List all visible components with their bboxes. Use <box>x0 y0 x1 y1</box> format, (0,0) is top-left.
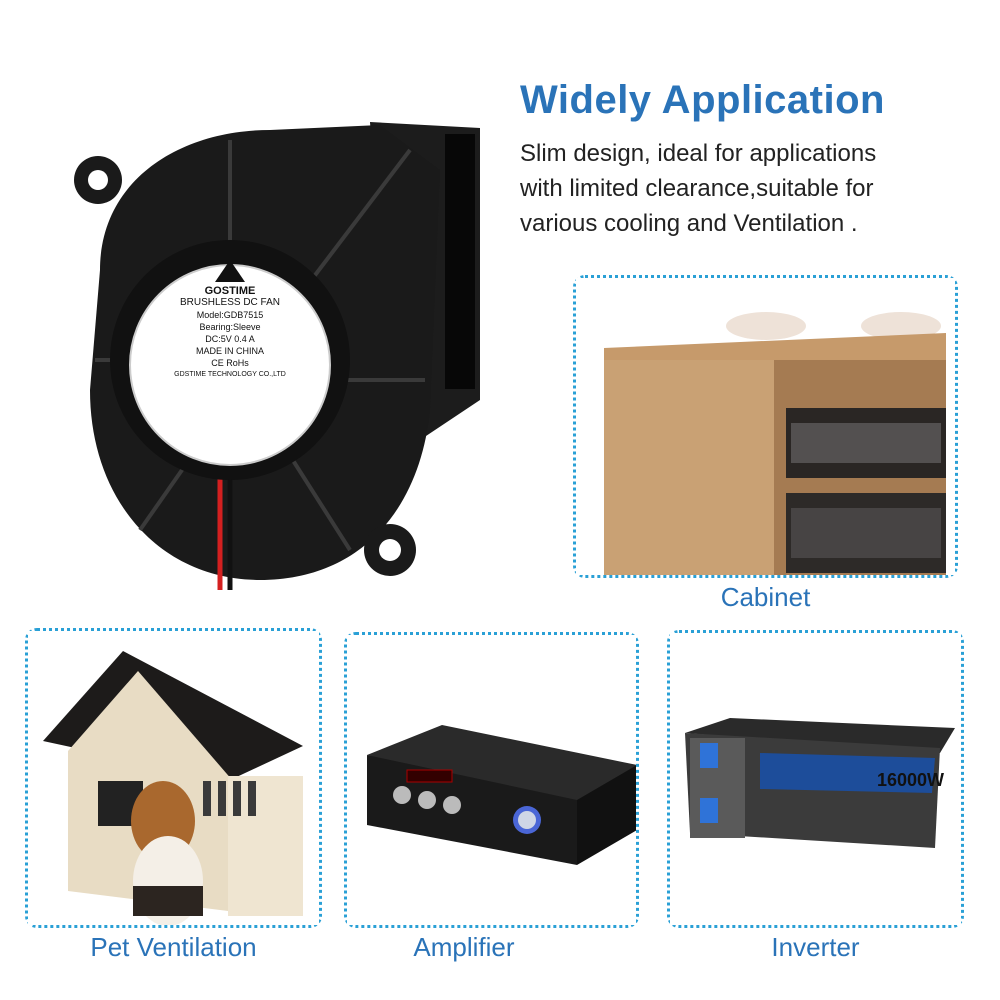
fan-cert: CE RoHs <box>211 358 249 368</box>
description: Slim design, ideal for applications with… <box>520 136 970 241</box>
doghouse-image <box>28 631 319 925</box>
cabinet-frame <box>573 275 958 578</box>
blower-fan-image <box>60 110 500 610</box>
caption-inverter: Inverter <box>771 932 860 962</box>
caption-amplifier: Amplifier <box>413 932 515 962</box>
description-line: various cooling and Ventilation . <box>520 210 858 237</box>
description-line: Slim design, ideal for applications <box>520 140 877 167</box>
amplifier-image <box>347 635 636 925</box>
cabinet-image <box>576 278 955 575</box>
caption-pet-ventilation: Pet Ventilation <box>90 932 257 962</box>
inverter-frame <box>667 630 964 928</box>
fan-company: GDSTIME TECHNOLOGY CO.,LTD <box>174 371 286 378</box>
fan-power: DC:5V 0.4 A <box>205 334 255 344</box>
description-line: with limited clearance,suitable for <box>520 175 874 202</box>
fan-bearing: Bearing:Sleeve <box>199 322 261 332</box>
amplifier-frame <box>344 632 639 928</box>
caption-cabinet: Cabinet <box>720 582 811 612</box>
fan-type: BRUSHLESS DC FAN <box>179 297 281 308</box>
inverter-image <box>670 633 961 925</box>
fan-label: GOSTIME BRUSHLESS DC FAN Model:GDB7515 B… <box>160 285 300 381</box>
page-title: Widely Application <box>520 78 885 122</box>
fan-origin: MADE IN CHINA <box>195 346 264 356</box>
fan-brand: GOSTIME <box>204 285 256 297</box>
fan-model: Model:GDB7515 <box>196 310 264 320</box>
inverter-power: 16000W <box>877 770 945 790</box>
pet-frame <box>25 628 322 928</box>
